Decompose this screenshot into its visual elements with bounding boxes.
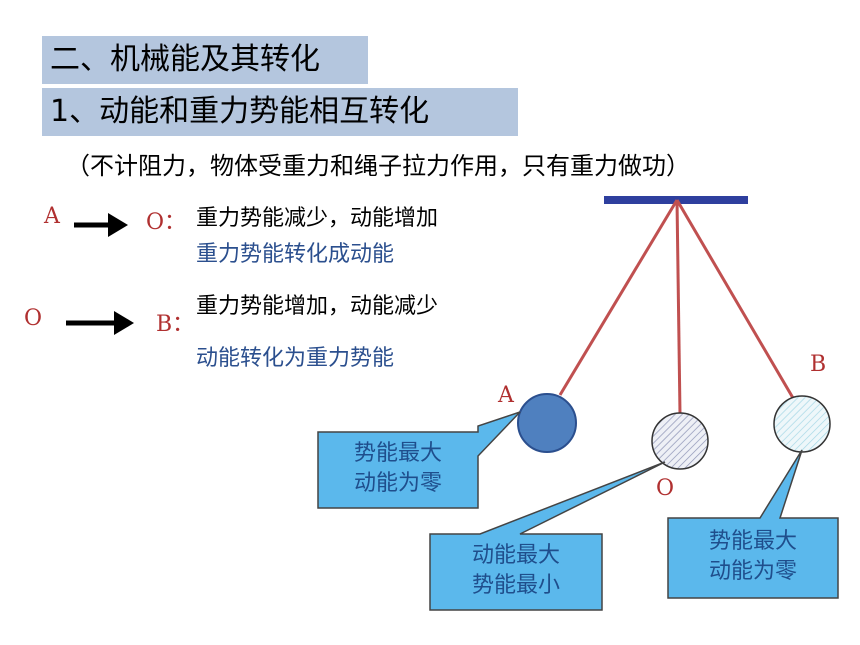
- pendulum-label-b: B: [810, 352, 827, 377]
- section-heading: 二、机械能及其转化: [42, 36, 368, 84]
- label-a: A: [44, 204, 60, 229]
- condition-note: （不计阻力，物体受重力和绳子拉力作用，只有重力做功）: [66, 152, 690, 180]
- ball-a: [517, 393, 577, 453]
- callout-o-bubble: [429, 461, 666, 611]
- callout-a-text: 势能最大 动能为零: [318, 439, 478, 499]
- rope-o: [675, 199, 682, 415]
- callout-a-bubble: [317, 411, 521, 509]
- callout-b-line2: 动能为零: [708, 559, 797, 584]
- subsection-heading: 1、动能和重力势能相互转化: [42, 88, 518, 136]
- label-o: O: [24, 306, 43, 331]
- ball-b: [773, 395, 831, 453]
- conversion-a-to-o: 重力势能转化成动能: [196, 242, 395, 267]
- energy-change-o-to-b: 重力势能增加，动能减少: [196, 294, 439, 319]
- pendulum-label-a: A: [498, 383, 514, 408]
- callout-b-bubble: [667, 449, 839, 599]
- rope-b: [675, 199, 795, 399]
- pendulum-label-o: O: [656, 476, 675, 501]
- callout-a-line1: 势能最大: [353, 441, 442, 466]
- callout-b-text: 势能最大 动能为零: [668, 527, 838, 587]
- label-b-colon: B：: [156, 312, 195, 337]
- ball-o: [651, 412, 709, 470]
- arrow-a-to-o: [74, 213, 128, 237]
- arrow-o-to-b: [66, 311, 134, 335]
- callout-a-line2: 动能为零: [353, 471, 442, 496]
- callout-o-text: 动能最大 势能最小: [430, 541, 602, 601]
- rope-a: [558, 199, 679, 396]
- energy-change-a-to-o: 重力势能减少，动能增加: [196, 206, 439, 231]
- callout-o-line1: 动能最大: [471, 543, 560, 568]
- callout-b-line1: 势能最大: [708, 529, 797, 554]
- callout-o-line2: 势能最小: [471, 573, 560, 598]
- label-o-colon: O：: [146, 210, 187, 235]
- conversion-o-to-b: 动能转化为重力势能: [196, 346, 395, 371]
